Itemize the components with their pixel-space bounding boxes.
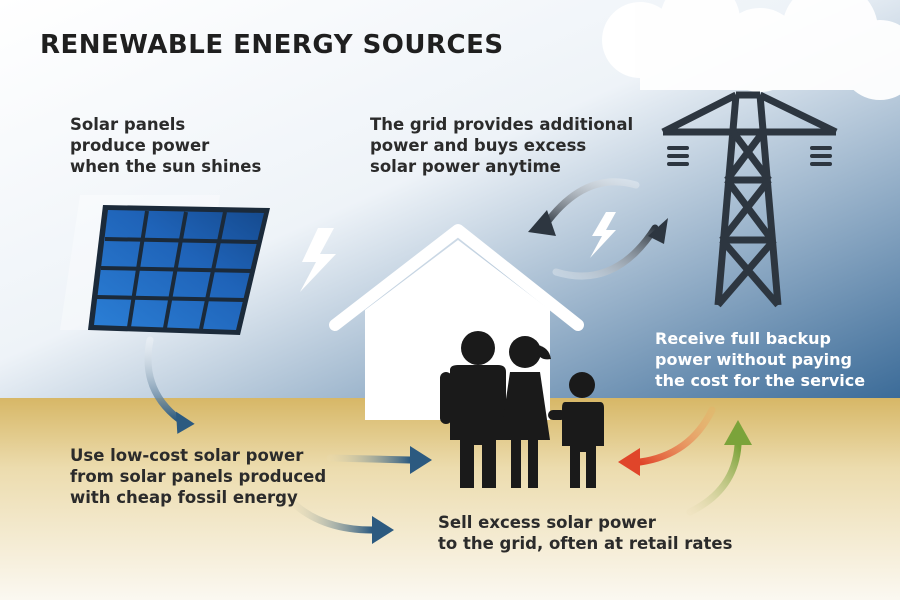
label-line: when the sun shines <box>70 157 262 176</box>
label-line: produce power <box>70 136 210 155</box>
label-line: from solar panels produced <box>70 467 327 486</box>
insulator-icon <box>667 146 832 166</box>
sell-arrow <box>286 496 394 544</box>
use-solar-label: Use low-cost solar power from solar pane… <box>70 445 326 508</box>
label-line: power and buys excess <box>370 136 587 155</box>
grid-label: The grid provides additional power and b… <box>370 114 633 177</box>
backup-label: Receive full backup power without paying… <box>655 328 865 391</box>
cloud-icon <box>602 0 900 100</box>
label-line: Receive full backup <box>655 329 831 348</box>
label-line: to the grid, often at retail rates <box>438 534 733 553</box>
label-line: Sell excess solar power <box>438 513 656 532</box>
solar-panel-icon <box>88 205 270 335</box>
label-line: Solar panels <box>70 115 186 134</box>
page-title: RENEWABLE ENERGY SOURCES <box>40 30 504 60</box>
label-line: solar power anytime <box>370 157 561 176</box>
solar-panels-label: Solar panels produce power when the sun … <box>70 114 261 177</box>
label-line: Use low-cost solar power <box>70 446 304 465</box>
label-line: The grid provides additional <box>370 115 634 134</box>
family-icon <box>440 331 604 488</box>
power-tower-icon <box>661 91 838 308</box>
sell-excess-label: Sell excess solar power to the grid, oft… <box>438 512 732 554</box>
panel-to-home-arrow <box>144 336 195 434</box>
use-arrow <box>326 446 432 474</box>
label-line: the cost for the service <box>655 371 866 390</box>
sell-to-grid-arrow <box>686 420 752 516</box>
backup-arrow <box>618 406 716 476</box>
lightning-bolt-icon <box>300 228 336 292</box>
label-line: with cheap fossil energy <box>70 488 298 507</box>
exchange-arrows-icon <box>528 178 668 280</box>
label-line: power without paying <box>655 350 852 369</box>
